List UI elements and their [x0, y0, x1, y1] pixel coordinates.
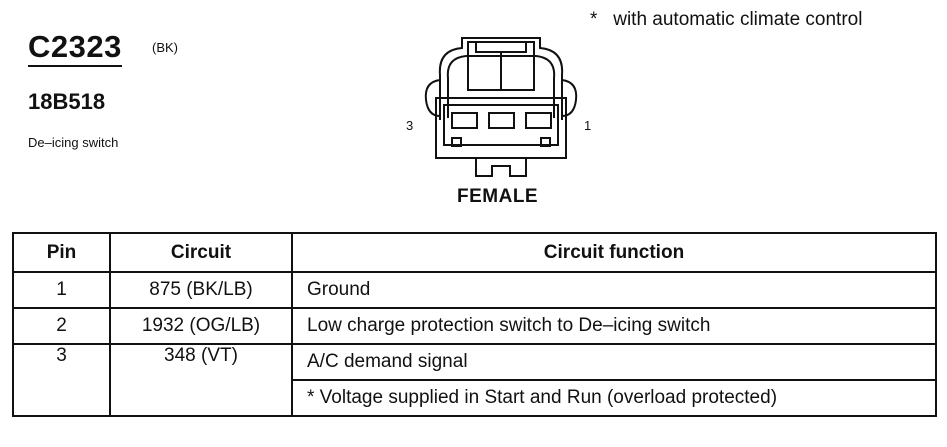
function-note-cell: * Voltage supplied in Start and Run (ove… — [291, 379, 937, 417]
pin-cell: 1 — [12, 271, 111, 309]
table-row: 1 875 (BK/LB) Ground — [12, 271, 937, 309]
connector-id: C2323 — [28, 30, 122, 67]
pin-1-label: 1 — [584, 118, 592, 133]
function-cell: A/C demand signal — [291, 343, 937, 381]
climate-control-note: * with automatic climate control — [590, 9, 863, 30]
pin-cell: 2 — [12, 307, 111, 345]
connector-gender: FEMALE — [457, 186, 539, 207]
function-cell: Ground — [291, 271, 937, 309]
connector-description: De–icing switch — [28, 135, 119, 150]
header-pin: Pin — [12, 232, 111, 273]
connector-color-code: (BK) — [152, 40, 178, 55]
circuit-cell: 1932 (OG/LB) — [109, 307, 293, 345]
circuit-cell: 875 (BK/LB) — [109, 271, 293, 309]
table-row: 2 1932 (OG/LB) Low charge protection swi… — [12, 307, 937, 345]
table-row: * Voltage supplied in Start and Run (ove… — [13, 379, 937, 417]
function-cell: Low charge protection switch to De–icing… — [291, 307, 937, 345]
table-row: 3 348 (VT) A/C demand signal — [12, 343, 937, 417]
header-circuit-function: Circuit function — [291, 232, 937, 273]
connector-diagram: 3 1 — [400, 20, 600, 190]
table-header-row: Pin Circuit Circuit function — [12, 232, 937, 273]
circuit-cell: 348 (VT) — [109, 343, 293, 417]
pin-cell: 3 — [12, 343, 111, 417]
part-number: 18B518 — [28, 89, 106, 114]
connector-face-drawing — [424, 37, 578, 177]
header-circuit: Circuit — [109, 232, 293, 273]
pin-3-label: 3 — [406, 118, 414, 133]
pin-table: Pin Circuit Circuit function 1 875 (BK/L… — [12, 232, 937, 417]
